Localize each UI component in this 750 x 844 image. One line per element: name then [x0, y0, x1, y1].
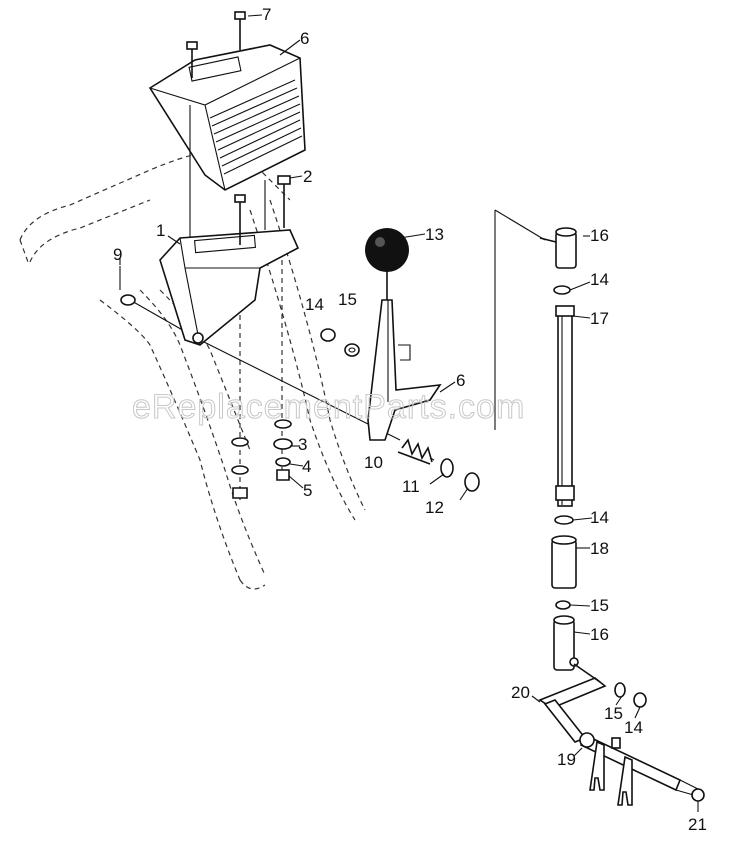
upper-cover — [148, 44, 306, 191]
shift-knob — [365, 228, 409, 272]
label-part-18: 18 — [590, 539, 609, 558]
label-part-14-upper: 14 — [590, 270, 609, 289]
nut-9 — [119, 266, 136, 306]
part-labels: 7 6 2 1 9 13 16 14 17 14 15 6 3 4 5 10 1… — [113, 5, 707, 834]
label-part-2: 2 — [303, 167, 312, 186]
label-part-14-lever: 14 — [305, 295, 324, 314]
label-part-19: 19 — [557, 750, 576, 769]
washer-11 — [440, 458, 454, 478]
mounting-bracket — [159, 194, 300, 346]
label-part-13: 13 — [425, 225, 444, 244]
pin-21 — [691, 788, 705, 802]
washer-15-lower — [555, 600, 571, 610]
nut-14-lever — [320, 328, 336, 342]
shift-lever — [367, 265, 442, 441]
bolt-12 — [464, 472, 480, 492]
label-part-6-side: 6 — [456, 371, 465, 390]
hardware-stack-right — [273, 419, 293, 481]
label-part-15-lever: 15 — [338, 290, 357, 309]
label-part-21: 21 — [688, 815, 707, 834]
label-part-16-top: 16 — [590, 226, 609, 245]
label-part-7: 7 — [262, 5, 271, 24]
screw-7-pair — [186, 11, 246, 78]
label-part-16-bottom: 16 — [590, 625, 609, 644]
washer-15-lever — [344, 343, 360, 357]
label-part-1: 1 — [156, 221, 165, 240]
coupler-16-bottom — [553, 615, 579, 671]
label-part-5: 5 — [303, 481, 312, 500]
label-part-10: 10 — [364, 453, 383, 472]
shift-rod — [579, 732, 701, 806]
label-part-15-crank: 15 — [604, 704, 623, 723]
washer-15-crank — [614, 682, 626, 698]
label-part-17: 17 — [590, 309, 609, 328]
label-part-20: 20 — [511, 683, 530, 702]
watermark-text: eReplacementParts.com — [132, 388, 525, 426]
label-part-14-middle: 14 — [590, 508, 609, 527]
washer-14-middle — [554, 515, 574, 525]
crank-arm-20 — [538, 663, 607, 743]
washer-14-upper — [553, 285, 571, 295]
label-part-11: 11 — [402, 477, 420, 496]
bolt-2 — [277, 175, 291, 228]
hardware-stack-left — [231, 437, 249, 499]
frame-outline — [19, 149, 366, 590]
nut-14-crank — [633, 692, 647, 708]
label-part-12: 12 — [425, 498, 444, 517]
label-part-15-lower: 15 — [590, 596, 609, 615]
leader-lines — [119, 14, 699, 812]
label-part-3: 3 — [298, 435, 307, 454]
label-part-6-top: 6 — [300, 29, 309, 48]
sleeve-18 — [551, 535, 577, 589]
label-part-4: 4 — [302, 457, 311, 476]
spring-10 — [397, 438, 433, 465]
label-part-9: 9 — [113, 245, 122, 264]
label-part-14-crank: 14 — [624, 718, 643, 737]
coupler-16-top — [539, 227, 577, 269]
shaft-17 — [555, 305, 575, 507]
